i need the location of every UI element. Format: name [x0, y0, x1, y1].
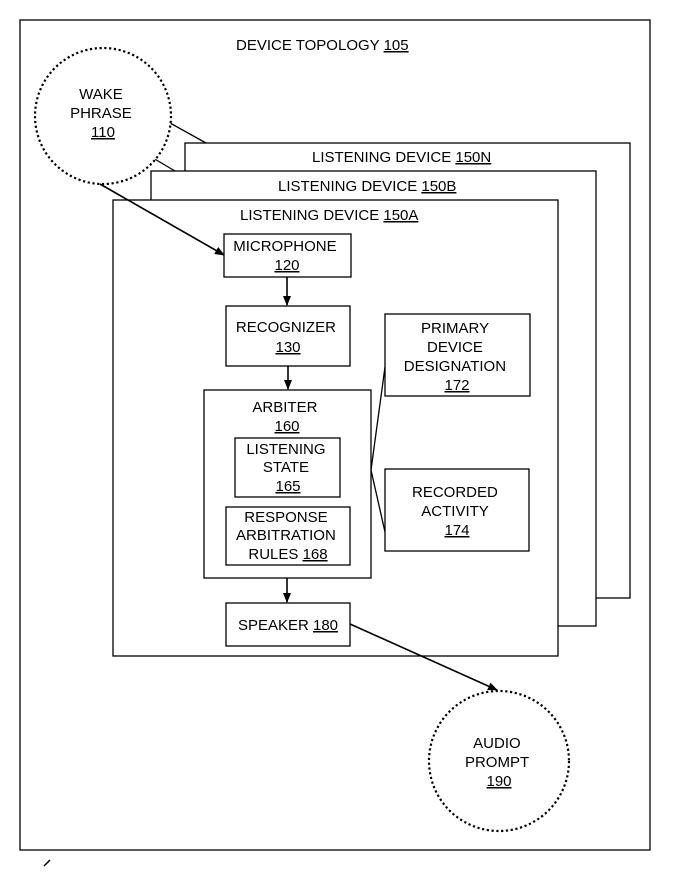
listening-device-150b-label: LISTENING DEVICE 150B	[278, 178, 456, 195]
speaker-label: SPEAKER 180	[238, 617, 338, 634]
device-topology-title: DEVICE TOPOLOGY 105	[236, 37, 409, 54]
stray-mark	[44, 860, 50, 866]
response-arbitration-rules-label: RESPONSE ARBITRATION RULES 168	[236, 509, 340, 563]
recognizer-box	[226, 306, 350, 366]
listening-device-150n-label: LISTENING DEVICE 150N	[312, 149, 491, 166]
listening-device-150a-label: LISTENING DEVICE 150A	[240, 207, 418, 224]
